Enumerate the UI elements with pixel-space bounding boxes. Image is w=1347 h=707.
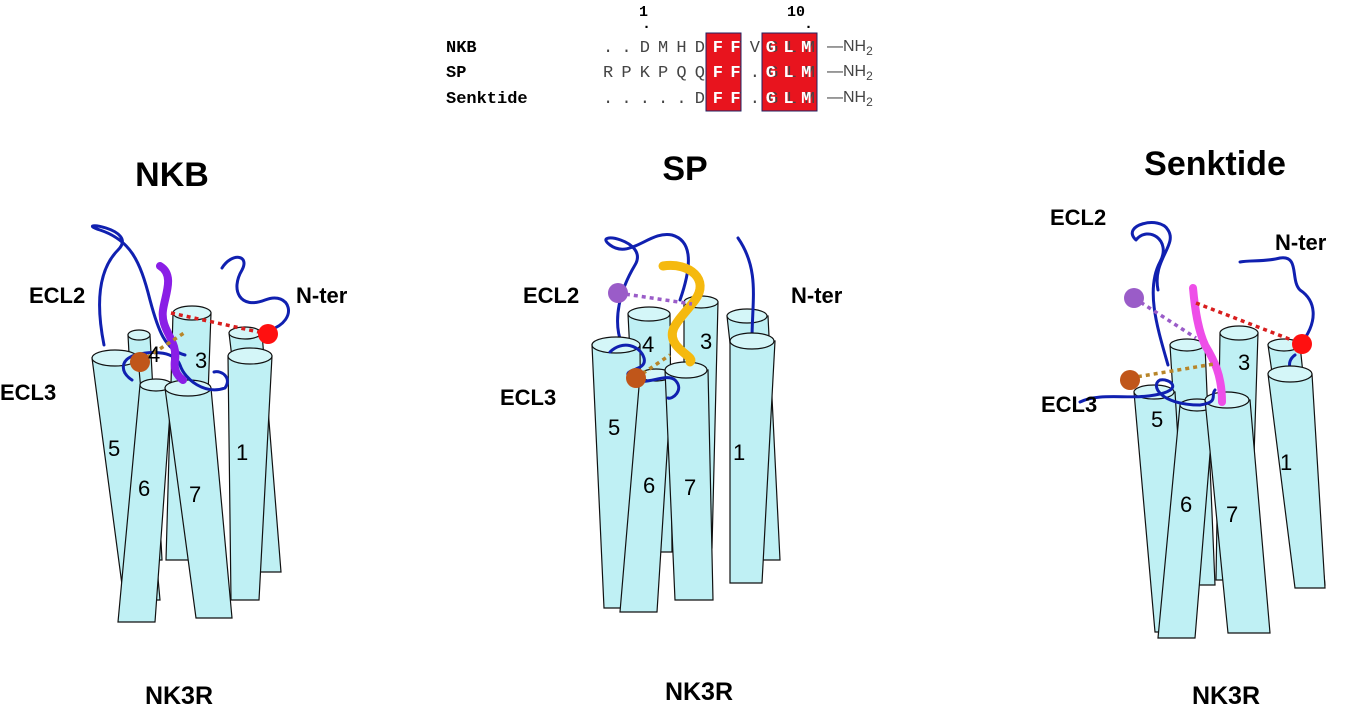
helix-3-number: 3 xyxy=(195,348,207,373)
receptor-label: NK3R xyxy=(145,682,213,707)
helix-6 xyxy=(117,378,173,623)
helix-5-number: 5 xyxy=(608,415,620,440)
alignment-highlight-residue: M xyxy=(801,64,811,83)
helix-5-number: 5 xyxy=(1151,407,1163,432)
ecl3-label: ECL3 xyxy=(0,380,56,405)
helix-6-number: 6 xyxy=(138,476,150,501)
helix-7-number: 7 xyxy=(189,482,201,507)
alignment-highlight-residue: L xyxy=(783,90,793,109)
ligand-peptide xyxy=(156,262,187,384)
alignment-position-10: 10 xyxy=(787,4,805,21)
nter-contact-line xyxy=(170,311,269,336)
helix-7 xyxy=(1204,391,1271,634)
ecl2-label: ECL2 xyxy=(29,283,85,308)
panel-nkb: NKB xyxy=(0,156,348,707)
alignment-position-1-dot: . xyxy=(642,16,651,33)
receptor-label: NK3R xyxy=(665,678,733,706)
ecl2-loop xyxy=(90,224,187,357)
alignment-terminus-senktide: —NH2 xyxy=(827,89,873,109)
helix-1-number: 1 xyxy=(733,440,745,465)
helix-1-number: 1 xyxy=(236,440,248,465)
helix-7-number: 7 xyxy=(684,475,696,500)
helix-7 xyxy=(164,379,233,619)
ecl2-loop xyxy=(1131,221,1172,367)
alignment-highlight-FF xyxy=(705,32,742,112)
nter-contact-line xyxy=(1195,301,1303,346)
helix-1-number: 1 xyxy=(1280,450,1292,475)
helix-5-number: 5 xyxy=(108,436,120,461)
alignment-position-10-dot: . xyxy=(804,16,813,33)
nter-contact-point xyxy=(258,324,278,344)
alignment-highlight-residue: M xyxy=(801,39,811,58)
alignment-highlight-residue: G xyxy=(766,64,776,83)
nter-label: N-ter xyxy=(791,283,843,308)
panel-sp: SP xyxy=(500,150,843,706)
alignment-highlight-residue: F xyxy=(713,64,723,83)
alignment-highlight-residue: F xyxy=(713,39,723,58)
nter-label: N-ter xyxy=(1275,230,1327,255)
ecl2-contact-line xyxy=(1133,296,1197,340)
helix-3-number: 3 xyxy=(700,329,712,354)
panel-senktide: Senktide xyxy=(1041,145,1327,707)
alignment-terminus-nkb: —NH2 xyxy=(827,38,873,58)
alignment-name-senktide: Senktide xyxy=(446,90,528,109)
ecl3-label: ECL3 xyxy=(1041,392,1097,417)
ecl2-label: ECL2 xyxy=(523,283,579,308)
alignment-highlight-GLM xyxy=(761,32,818,112)
alignment-highlight-residue: M xyxy=(801,90,811,109)
ligand-peptide xyxy=(658,260,705,367)
alignment-highlight-residue: F xyxy=(730,39,740,58)
nter-loop xyxy=(736,236,755,342)
alignment-highlight-residue: F xyxy=(730,90,740,109)
alignment-name-nkb: NKB xyxy=(446,39,477,58)
ecl3-contact-line xyxy=(1129,362,1215,380)
alignment-highlight-residue: F xyxy=(713,90,723,109)
alignment-name-sp: SP xyxy=(446,64,466,83)
ecl3-contact-point xyxy=(130,352,150,372)
nter-label: N-ter xyxy=(296,283,348,308)
ecl3-label: ECL3 xyxy=(500,385,556,410)
helix-4-number: 4 xyxy=(148,342,160,367)
ligand-peptide xyxy=(1189,284,1226,406)
helix-6-number: 6 xyxy=(643,473,655,498)
panel-title: Senktide xyxy=(1144,145,1286,183)
ecl3-contact-line xyxy=(635,353,671,380)
helix-7 xyxy=(664,361,714,601)
alignment-position-1: 1 xyxy=(639,4,648,21)
alignment-terminus-sp: —NH2 xyxy=(827,63,873,83)
ecl2-contact-point xyxy=(608,283,628,303)
ecl3-contact-point xyxy=(1120,370,1140,390)
helix-7-number: 7 xyxy=(1226,502,1238,527)
alignment-highlight-residue: L xyxy=(783,39,793,58)
ecl3-contact-point xyxy=(626,368,646,388)
helix-1 xyxy=(729,332,776,584)
alignment-highlight-residue: G xyxy=(766,39,776,58)
helix-4-number: 4 xyxy=(642,332,654,357)
panel-title: NKB xyxy=(135,156,209,194)
receptor-label: NK3R xyxy=(1192,682,1260,707)
nter-loop xyxy=(220,255,290,332)
helix-6-number: 6 xyxy=(1180,492,1192,517)
ecl2-contact-point xyxy=(1124,288,1144,308)
alignment-highlight-residue: L xyxy=(783,64,793,83)
nter-contact-point xyxy=(1292,334,1312,354)
helix-3-number: 3 xyxy=(1238,350,1250,375)
helix-1 xyxy=(1267,365,1326,589)
alignment-highlight-residue: G xyxy=(766,90,776,109)
helix-1 xyxy=(227,347,273,601)
ecl3-loop xyxy=(121,351,229,392)
alignment-highlight-residue: F xyxy=(730,64,740,83)
ecl3-loop xyxy=(1078,378,1217,407)
sequence-alignment: 1 . 10 . NKB SP Senktide ..DMHDFFVGLM RP… xyxy=(446,4,873,112)
ecl2-label: ECL2 xyxy=(1050,205,1106,230)
panel-title: SP xyxy=(662,150,707,188)
